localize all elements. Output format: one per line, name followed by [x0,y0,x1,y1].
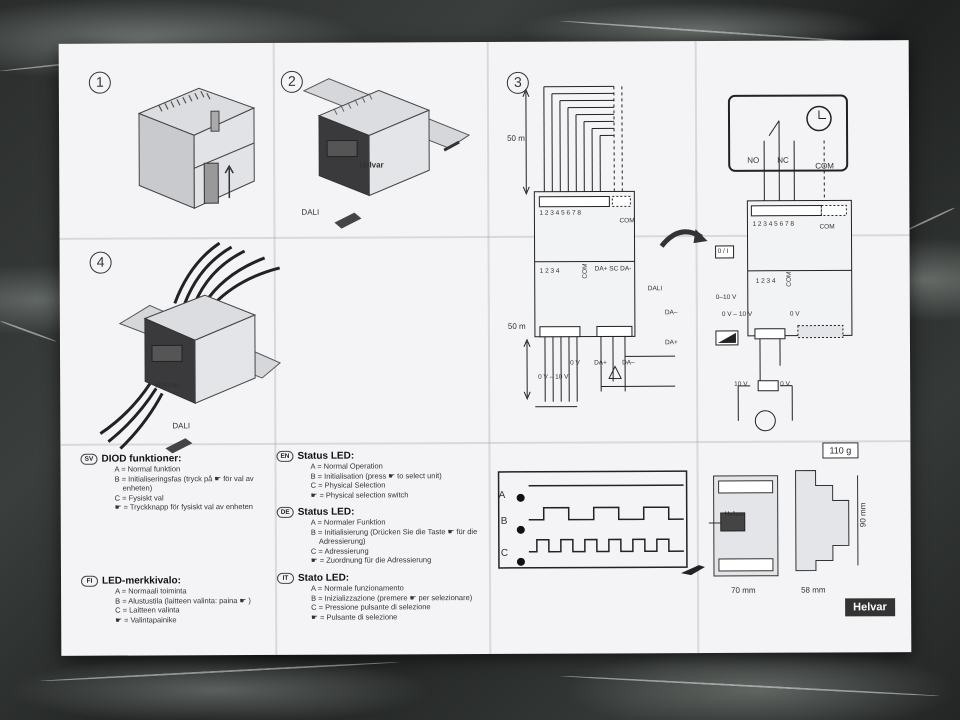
fold-line [486,41,492,654]
relay-top-com: COM [819,223,835,231]
step-2-dali-label: DALI [301,207,320,217]
led-signal-diagram [497,470,688,569]
description-line: ☛ = Tryckknapp för fysiskt val av enhete… [114,502,253,512]
description-line: ☛ = Zuordnung für die Adressierung [310,555,432,565]
language-code-fi: FI [80,575,99,587]
bottom-terminal-numbers: 1 2 3 4 [539,267,560,275]
curved-arrow-icon [659,229,708,248]
section-title: LED-merkkivalo: [101,575,181,587]
language-code-it: IT [276,572,295,584]
device-wired-illustration [99,241,281,454]
device-mounting-illustration [137,87,256,210]
wiring-diagram [522,85,676,408]
section-title: DIOD funktioner: [101,453,182,465]
section-title: Status LED: [297,506,355,518]
relay-wiring-diagram [715,94,853,432]
description-line: B = Initialisation (press ☛ to select un… [310,470,442,481]
helvar-logo: Helvar [845,598,895,617]
device-side-view [795,470,859,572]
hand-pointer-icon [680,565,705,576]
description-line: C = Fysiskt val [114,492,164,503]
weight-label: 110 g [822,442,859,459]
device-brand-label: Helvar [724,510,745,518]
description-line: A = Normal funktion [114,464,181,474]
section-title: Stato LED: [297,572,350,584]
step-1-number: 1 [88,71,111,94]
step-4-brand-label: Helvar [155,380,180,390]
description-line: A = Normal Operation [310,461,383,471]
relay-bottom-terminals: 1 2 3 4 [755,277,776,285]
description-line: B = Inizializzazione (premere ☛ per sele… [311,592,473,603]
da-plus-label: DA+ [594,359,607,367]
da-minus-label: DA– [622,359,635,367]
description-line: enheten) [122,483,153,493]
supply-voltage: 10 V [734,380,748,388]
top-com-label: COM [619,217,635,225]
supply-zero-voltage: 0 V [780,380,790,388]
description-line: B = Alustustila (laitteen valinta: paina… [115,595,251,606]
device-on-rail-illustration [302,78,471,229]
marble-vein [559,20,860,43]
bottom-com-label: COM [581,263,589,279]
signal-c-label: C [500,547,509,559]
marble-vein [39,661,400,682]
language-code-en: EN [276,450,294,462]
da-terminal-labels: DA+ SC DA- [594,265,632,273]
description-line: ☛ = Pulsante di selezione [311,611,398,622]
description-line: ☛ = Valintapainike [115,614,177,625]
step-4-dali-label: DALI [172,421,191,431]
relay-right-voltage: 0 V [789,310,800,318]
instruction-sheet: 1 2 Helvar DALI 3 [58,40,912,656]
relay-top-terminals: 1 2 3 4 5 6 7 8 [752,220,795,228]
signal-a-label: A [498,489,506,501]
description-line: B = Initialiseringsfas (tryck på ☛ för v… [114,473,254,484]
bottom-cable-distance: 50 m [507,321,526,331]
voltage-range-label: 0 V – 10 V [538,373,569,381]
relay-nc-label: NC [777,155,789,165]
marble-vein [0,320,57,343]
marble-vein [904,206,956,232]
step-2-brand-label: Helvar [359,160,384,170]
relay-com-label: COM [815,161,834,171]
marble-vein [559,675,940,697]
range-label: 0–10 V [715,293,737,301]
description-line: A = Normaali toiminta [115,586,187,596]
da-minus-right-label: DA– [664,309,678,317]
relay-no-label: NO [747,155,760,165]
relay-bottom-com: COM [785,271,793,287]
relay-left-voltage: 0 V – 10 V [721,310,753,318]
top-cable-distance: 50 m [507,133,525,143]
description-line: B = Initialisierung (Drücken Sie die Tas… [310,526,478,537]
description-line: ☛ = Physical selection switch [310,489,409,500]
description-line: C = Physical Selection [310,480,386,490]
switch-label: 0 / I [717,247,729,255]
depth-dimension: 58 mm [801,585,826,595]
da-plus-right-label: DA+ [664,339,678,347]
language-code-sv: SV [80,453,98,465]
top-terminal-numbers: 1 2 3 4 5 6 7 8 [539,209,581,217]
language-code-de: DE [276,506,294,518]
width-dimension: 70 mm [731,585,756,595]
section-title: Status LED: [297,450,355,462]
height-dimension: 90 mm [858,502,868,528]
description-line: C = Laitteen valinta [115,605,180,615]
signal-b-label: B [500,515,508,527]
zero-volt-label: 0 V [570,359,580,367]
dali-label: DALI [647,285,663,293]
device-front-view [708,475,779,577]
